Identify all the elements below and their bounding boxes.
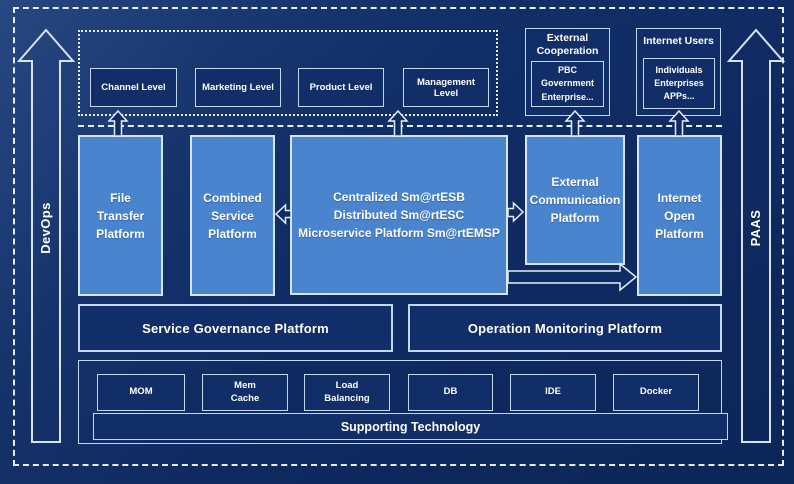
paas-rail-label: PAAS — [748, 209, 763, 247]
tech-label: MOM — [129, 386, 153, 398]
level-label: Channel Level — [101, 82, 166, 93]
tech-box-docker: Docker — [613, 374, 699, 411]
supporting-technology-label: Supporting Technology — [340, 419, 481, 434]
internet-users-members: Individuals Enterprises APPs... — [643, 58, 715, 109]
level-label: Management Level — [416, 76, 476, 99]
platform-label: File Transfer Platform — [96, 190, 145, 241]
level-box-channel: Channel Level — [90, 68, 177, 107]
governance-label: Service Governance Platform — [142, 320, 329, 336]
monitoring-label: Operation Monitoring Platform — [467, 320, 663, 336]
external-cooperation-box: External Cooperation PBC Government Ente… — [525, 28, 610, 116]
level-label: Product Level — [309, 82, 373, 93]
external-cooperation-title: External Cooperation — [536, 32, 599, 58]
supporting-technology-container — [78, 360, 722, 444]
devops-rail-label: DevOps — [38, 202, 53, 254]
internet-users-box: Internet Users Individuals Enterprises A… — [636, 28, 721, 116]
level-box-management: Management Level — [403, 68, 489, 107]
internet-open-platform-box: Internet Open Platform — [637, 135, 722, 296]
central-esb-platform-box: Centralized Sm@rtESB Distributed Sm@rtES… — [290, 135, 508, 295]
tech-label: DB — [443, 386, 458, 398]
tech-label: IDE — [545, 386, 561, 398]
file-transfer-platform-box: File Transfer Platform — [78, 135, 163, 296]
levels-dotted-container — [78, 30, 498, 116]
platform-label: Combined Service Platform — [203, 190, 262, 241]
internet-users-title: Internet Users — [643, 35, 714, 47]
tech-box-db: DB — [408, 374, 493, 411]
level-label: Marketing Level — [202, 82, 274, 93]
tech-label: Docker — [639, 386, 673, 398]
tech-box-load-balancing: Load Balancing — [304, 374, 390, 411]
dashed-separator-line — [78, 125, 722, 127]
members-label: Individuals Enterprises APPs... — [654, 64, 704, 102]
tech-box-mem-cache: Mem Cache — [202, 374, 288, 411]
platform-label: Centralized Sm@rtESB Distributed Sm@rtES… — [298, 190, 500, 240]
level-box-marketing: Marketing Level — [195, 68, 281, 107]
tech-box-mom: MOM — [97, 374, 185, 411]
external-communication-platform-box: External Communication Platform — [525, 135, 625, 265]
platform-label: Internet Open Platform — [655, 190, 704, 241]
operation-monitoring-platform-box: Operation Monitoring Platform — [408, 304, 722, 352]
service-governance-platform-box: Service Governance Platform — [78, 304, 393, 352]
external-cooperation-members: PBC Government Enterprise... — [531, 61, 604, 107]
tech-label: Load Balancing — [324, 379, 370, 404]
members-label: PBC Government Enterprise... — [540, 65, 594, 102]
tech-label: Mem Cache — [230, 379, 260, 404]
combined-service-platform-box: Combined Service Platform — [190, 135, 275, 296]
supporting-technology-bar: Supporting Technology — [93, 413, 728, 440]
tech-box-ide: IDE — [510, 374, 596, 411]
platform-label: External Communication Platform — [529, 175, 621, 225]
level-box-product: Product Level — [298, 68, 384, 107]
